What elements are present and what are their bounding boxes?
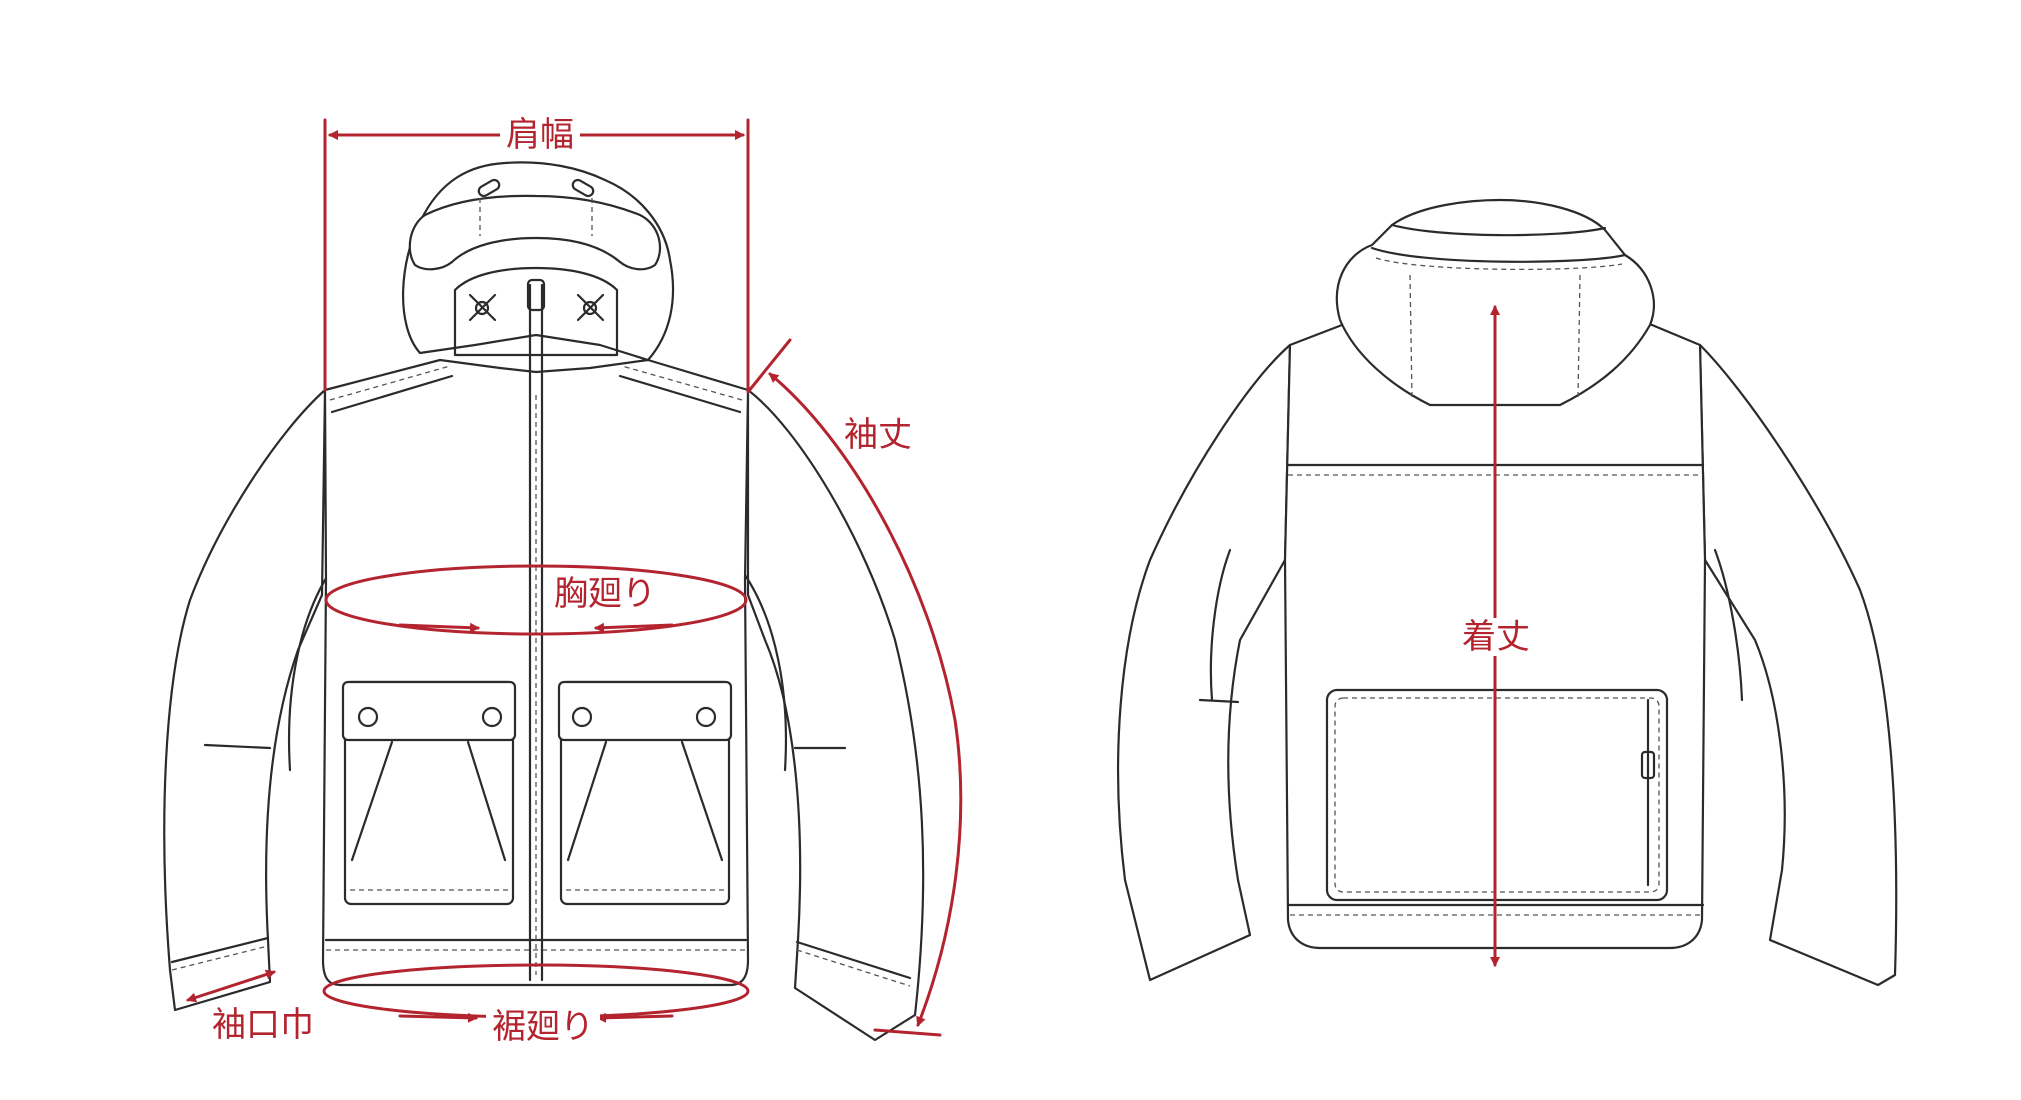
jacket-back-view bbox=[1117, 198, 1898, 987]
sleeve-length-arrow bbox=[768, 372, 963, 1027]
shoulder-width-label: 肩幅 bbox=[500, 116, 580, 154]
hem-label: 裾廻り bbox=[486, 1008, 600, 1046]
hood-grommet-left bbox=[477, 178, 501, 198]
front-hood-brim bbox=[408, 194, 662, 271]
chest-arrow-right bbox=[594, 622, 674, 633]
hem-arrow-left bbox=[398, 1012, 478, 1023]
front-left-cuff-band bbox=[170, 936, 270, 964]
jacket-front-view bbox=[163, 161, 925, 1042]
hood-grommet-right bbox=[571, 178, 595, 198]
chest-arrow-left bbox=[398, 622, 480, 633]
chest-ellipse bbox=[324, 564, 748, 636]
back-pocket bbox=[1325, 688, 1669, 902]
back-right-sleeve bbox=[1698, 343, 1898, 987]
sleeve-length-label: 袖丈 bbox=[844, 415, 912, 455]
front-left-sleeve bbox=[163, 388, 327, 1012]
drawcord-toggle-left-icon bbox=[468, 293, 497, 322]
zipper-pull-icon bbox=[526, 278, 546, 312]
drawcord-toggle-right-icon bbox=[576, 293, 605, 322]
cuff-width-arrow bbox=[186, 969, 276, 1003]
back-pocket-zipper-pull-icon bbox=[1640, 750, 1656, 780]
front-right-sleeve bbox=[746, 388, 925, 1042]
front-pocket-right bbox=[557, 680, 733, 906]
chest-label: 胸廻り bbox=[554, 574, 656, 614]
hem-arrow-right bbox=[596, 1012, 674, 1023]
cuff-width-label: 袖口巾 bbox=[206, 1006, 320, 1044]
front-pocket-left bbox=[341, 680, 517, 906]
back-left-sleeve bbox=[1117, 343, 1292, 982]
body-length-label: 着丈 bbox=[1456, 618, 1536, 656]
